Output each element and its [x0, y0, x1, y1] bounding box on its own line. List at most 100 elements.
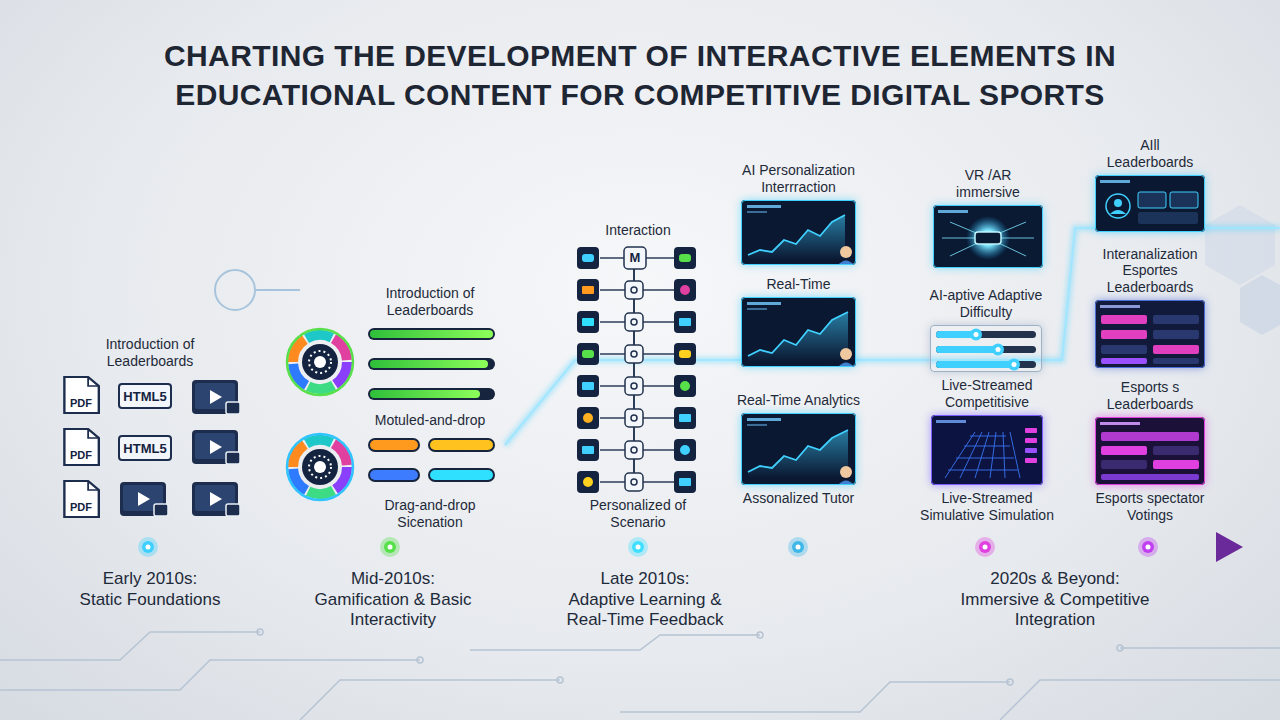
- immersive-screens: [936, 331, 1036, 338]
- progress-bars: [370, 440, 418, 450]
- column-label: Drag-and-drop Sicenation: [370, 497, 490, 531]
- screen-panel: Live-Streamed CompetitisiveLive-Streamed…: [931, 415, 1043, 485]
- panel-caption: Assonalized Tutor: [734, 490, 864, 507]
- scenario-grid: [577, 471, 696, 493]
- esports-screens: [1153, 460, 1199, 469]
- esports-screens: [1101, 446, 1147, 455]
- immersive-screens: [1008, 359, 1020, 371]
- progress-bars: [368, 468, 420, 482]
- scenario-grid: [582, 446, 594, 454]
- scenario-grid: [577, 375, 696, 397]
- panel-heading: Interanalization Esportes Leaderboards: [1090, 246, 1210, 296]
- wheel-icons: [283, 325, 357, 504]
- esports-screens: [1170, 192, 1198, 208]
- panel-heading: AI Personalization Interrraction: [734, 162, 864, 196]
- esports-screens: [1100, 422, 1140, 425]
- scenario-grid: [679, 318, 691, 326]
- esports-screens: [1153, 446, 1199, 455]
- progress-bars: [430, 440, 493, 450]
- immersive-screens: [931, 205, 1043, 485]
- scenario-grid: [582, 382, 594, 390]
- circuit-lines: [1117, 645, 1123, 651]
- immersive-screens: [1010, 432, 1020, 478]
- scenario-grid: [680, 445, 690, 455]
- panel-caption: Live-Streamed Simulative Simulation: [909, 490, 1065, 524]
- timeline-dots: [636, 545, 641, 550]
- panel-heading: AI-aptive Adaptive Difficulty: [922, 287, 1050, 321]
- panel-heading: Live-Streamed Competitisive: [923, 377, 1051, 411]
- pdf-fold: [88, 481, 99, 490]
- timeline-dots: [138, 537, 158, 557]
- circuit-lines: [470, 635, 760, 650]
- screen-panel: Esports s LeaderboardsEsports spectator …: [1095, 417, 1205, 485]
- progress-bars: [370, 360, 488, 368]
- analytics-screens: [840, 466, 852, 478]
- timeline-dots: [632, 541, 644, 553]
- immersive-screens: [956, 458, 1014, 459]
- scenario-grid: [577, 343, 696, 365]
- immersive-screens: [1025, 438, 1037, 443]
- esports-screens: [1114, 199, 1122, 207]
- panel-caption: Esports spectator Votings: [1085, 490, 1215, 524]
- progress-bars: [368, 388, 495, 400]
- analytics-screens: [747, 211, 767, 213]
- esports-screens: [1153, 345, 1199, 354]
- scenario-grid: [577, 439, 696, 461]
- esports-screens: [1095, 417, 1205, 485]
- immersive-screens: [938, 210, 968, 213]
- icon-label: PDF: [62, 501, 100, 514]
- esports-screens: [1153, 330, 1199, 339]
- scenario-grid: [582, 318, 594, 326]
- wheel-icons: [287, 434, 353, 500]
- immersive-screens: [964, 446, 1010, 447]
- immersive-screens: [942, 222, 1034, 256]
- scenario-grid: [625, 441, 643, 459]
- video-icons: [192, 380, 240, 414]
- immersive-screens: [931, 415, 1043, 485]
- screen-panel: VR /AR immersive: [933, 205, 1043, 268]
- wheel-icons: [283, 430, 357, 504]
- video-icons: [192, 482, 240, 516]
- immersive-screens: [936, 361, 1036, 368]
- scenario-grid: [625, 313, 643, 331]
- esports-screens: [1153, 358, 1199, 364]
- immersive-screens: [1003, 432, 1005, 478]
- pdf-fold: [88, 429, 99, 438]
- analytics-screens: [748, 430, 848, 472]
- esports-screens: [1138, 192, 1166, 208]
- wheel-icons: [283, 325, 357, 399]
- immersive-screens: [936, 361, 1014, 368]
- esports-screens: [1101, 474, 1199, 480]
- analytics-screens: [747, 302, 781, 305]
- analytics-screens: [747, 205, 781, 208]
- immersive-screens: [1025, 458, 1037, 463]
- scenario-grid: [583, 477, 593, 487]
- esports-screens: [1153, 315, 1199, 324]
- immersive-screens: [936, 420, 966, 423]
- progress-bars: [370, 390, 480, 398]
- esports-screens: [1138, 212, 1198, 224]
- immersive-screens: [948, 470, 1018, 471]
- circuit-lines: [417, 657, 423, 663]
- progress-bars: [368, 438, 420, 452]
- scenario-grid: [679, 414, 691, 422]
- scenario-grid: [582, 254, 594, 262]
- pdf-icon: PDF: [62, 428, 100, 466]
- immersive-screens: [936, 346, 998, 353]
- immersive-screens: [1025, 428, 1037, 433]
- immersive-screens: [975, 232, 1001, 244]
- scenario-grid: [625, 281, 643, 299]
- scenario-grid: [679, 350, 691, 358]
- scenario-grid: [680, 285, 690, 295]
- esports-screens: [1106, 194, 1130, 218]
- immersive-screens: [933, 205, 1043, 268]
- immersive-screens: [990, 432, 996, 478]
- progress-bars: [428, 468, 495, 482]
- scenario-grid: [631, 319, 637, 325]
- column-label: Introduction of Leaderboards: [90, 336, 210, 370]
- circuit-lines: [557, 677, 563, 683]
- html5-badge: HTML5: [118, 383, 172, 409]
- analytics-screens: [741, 200, 856, 265]
- screen-panel: AI-aptive Adaptive Difficulty: [930, 325, 1042, 372]
